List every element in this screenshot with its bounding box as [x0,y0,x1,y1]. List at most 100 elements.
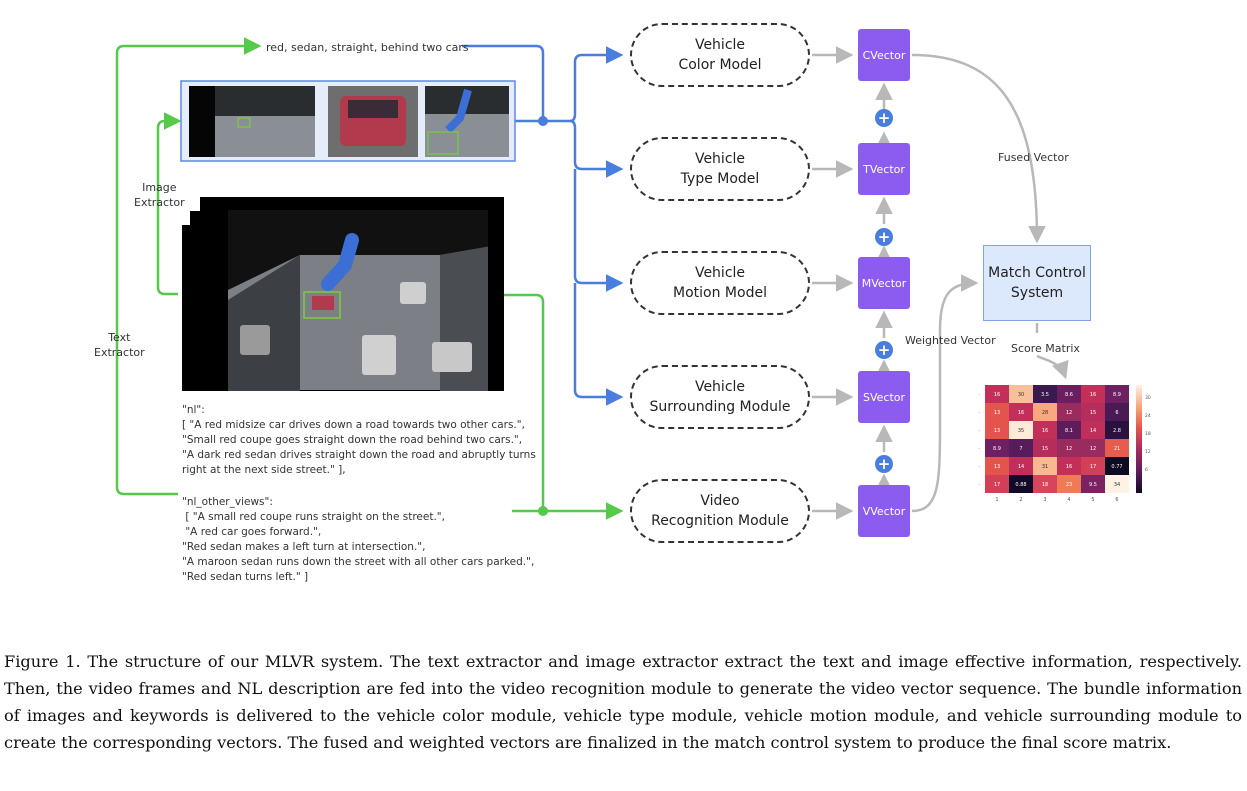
heatmap-value: 2.8 [1113,428,1121,434]
heatmap-value: 0.88 [1015,482,1026,488]
heatmap-cell [1081,421,1105,439]
heatmap-value: 16 [1042,428,1048,434]
heatmap-cell [985,403,1009,421]
video-frame [182,197,504,391]
heatmap-value: 34 [1114,482,1120,488]
heatmap-value: 16 [1066,464,1072,470]
heatmap-x-tick: 6 [1115,497,1118,503]
nl-other-views-text: "nl_other_views": [ "A small red coupe r… [182,496,535,583]
keywords-label: red, sedan, straight, behind two cars [266,41,469,54]
svector-box: SVector [858,371,910,423]
heatmap-row-tick: - [979,482,981,487]
heatmap-value: 8.9 [993,446,1001,452]
heatmap-cell [1009,457,1033,475]
module-to-vector-arrows [812,46,1069,520]
bundle-arrows [462,44,624,406]
heatmap-x-tick: 1 [995,497,998,503]
heatmap-value: 31 [1042,464,1048,470]
heatmap-cell [1033,403,1057,421]
plus-icon: + [875,341,893,359]
heatmap-cell [1033,457,1057,475]
heatmap-value: 16 [1018,410,1024,416]
heatmap-value: 13 [994,428,1000,434]
image-strip [180,80,516,162]
colorbar-tick: 24 [1145,413,1151,419]
heatmap-cell [1105,385,1129,403]
heatmap-value: 28 [1042,410,1048,416]
heatmap-value: 12 [1066,446,1072,452]
heatmap-cell [985,439,1009,457]
heatmap-cell [1105,421,1129,439]
heatmap-cell [985,457,1009,475]
heatmap-row-tick: - [979,446,981,451]
heatmap-value: 17 [994,482,1000,488]
heatmap-x-tick: 2 [1019,497,1022,503]
heatmap-cell [1009,475,1033,493]
heatmap-cell [1057,421,1081,439]
heatmap-value: 9.5 [1089,482,1097,488]
heatmap-cell [1009,385,1033,403]
heatmap-value: 15 [1042,446,1048,452]
heatmap-value: 0.77 [1111,464,1122,470]
heatmap-value: 18 [1042,482,1048,488]
text-extractor-arrows [115,37,624,520]
heatmap-row-tick: - [979,464,981,469]
heatmap-cell [1033,439,1057,457]
heatmap-colorbar [1136,385,1142,493]
junction-dot-green [538,506,548,516]
heatmap-value: 8.1 [1065,428,1073,434]
heatmap-value: 35 [1018,428,1024,434]
heatmap-cell [1081,457,1105,475]
heatmap-value: 14 [1090,428,1096,434]
heatmap-cell [1057,385,1081,403]
heatmap-cell [1057,475,1081,493]
heatmap-cell [1057,439,1081,457]
nl-description-text: "nl": [ "A red midsize car drives down a… [182,404,536,476]
colorbar-tick: 6 [1145,467,1148,473]
heatmap-value: 6 [1115,410,1118,416]
heatmap-cell [985,421,1009,439]
score-matrix-label: Score Matrix [1011,342,1080,355]
heatmap-cell [1105,403,1129,421]
heatmap-value: 21 [1114,446,1120,452]
heatmap-x-tick: 4 [1067,497,1070,503]
heatmap-value: 12 [1090,446,1096,452]
heatmap-value: 7 [1019,446,1022,452]
heatmap-x-tick: 3 [1043,497,1046,503]
heatmap-cell [1009,421,1033,439]
heatmap-cell [1009,403,1033,421]
heatmap-cell [1081,403,1105,421]
heatmap-cell [985,385,1009,403]
heatmap-cell [1033,385,1057,403]
heatmap-cell [985,475,1009,493]
heatmap-row-tick: - [979,428,981,433]
fused-vector-label: Fused Vector [998,151,1069,164]
heatmap-cell [1057,403,1081,421]
vvector-box: VVector [858,485,910,537]
heatmap-value: 12 [1066,410,1072,416]
heatmap-value: 15 [1090,410,1096,416]
colorbar-tick: 12 [1145,449,1151,455]
heatmap-value: 16 [994,392,1000,398]
heatmap-cell [1033,475,1057,493]
heatmap-row-tick: - [979,392,981,397]
junction-dot-blue [538,116,548,126]
plus-icon: + [875,109,893,127]
heatmap-x-tick: 5 [1091,497,1094,503]
heatmap-cell [1033,421,1057,439]
heatmap-value: 3.5 [1041,392,1049,398]
heatmap-cell [1009,439,1033,457]
heatmap-cell [1081,475,1105,493]
colorbar-tick: 30 [1145,395,1151,401]
heatmap-cell [1105,439,1129,457]
heatmap-value: 23 [1066,482,1072,488]
plus-icon: + [875,455,893,473]
heatmap-cell [1105,457,1129,475]
